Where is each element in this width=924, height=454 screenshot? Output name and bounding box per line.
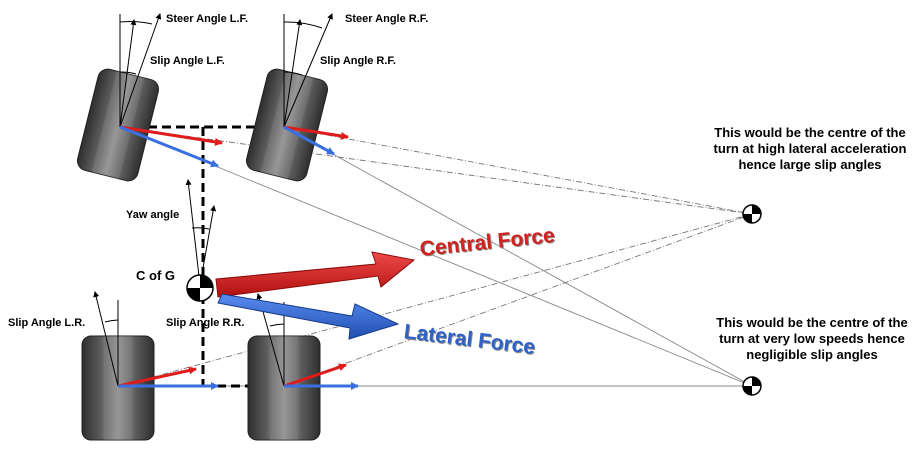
lateral-force-arrow — [217, 293, 400, 340]
cog-marker — [186, 274, 214, 302]
angle-lines-left-rear — [93, 291, 119, 387]
angle-lines-left-front — [119, 13, 162, 128]
turn-centre-high-accel-marker — [742, 204, 762, 224]
tire-right-front — [245, 68, 329, 182]
turn-centre-low-speed-marker — [742, 376, 762, 396]
slip-angle-lf-label: Slip Angle L.F. — [150, 55, 225, 67]
tire-left-front — [76, 68, 160, 182]
chassis-outline — [120, 125, 284, 388]
steer-angle-rf-label: Steer Angle R.F. — [345, 13, 429, 25]
angle-lines-right-front — [283, 13, 333, 128]
high-accel-centre-note: This would be the centre of the turn at … — [713, 125, 907, 172]
central-force-arrow — [215, 251, 416, 298]
high-accel-radius-lines — [119, 126, 753, 387]
low-speed-centre-note: This would be the centre of the turn at … — [716, 315, 908, 362]
yaw-angle-label: Yaw angle — [126, 209, 180, 221]
tire-left-rear — [81, 335, 155, 441]
slip-angle-lr-label: Slip Angle L.R. — [8, 317, 86, 329]
slip-angle-rf-label: Slip Angle R.F. — [320, 55, 396, 67]
cog-label: C of G — [136, 268, 175, 283]
wheel-force-arrows — [117, 125, 359, 390]
steer-angle-lf-label: Steer Angle L.F. — [166, 13, 249, 25]
yaw-angle-lines — [185, 179, 217, 286]
slip-angle-rr-label: Slip Angle R.R. — [166, 317, 245, 329]
